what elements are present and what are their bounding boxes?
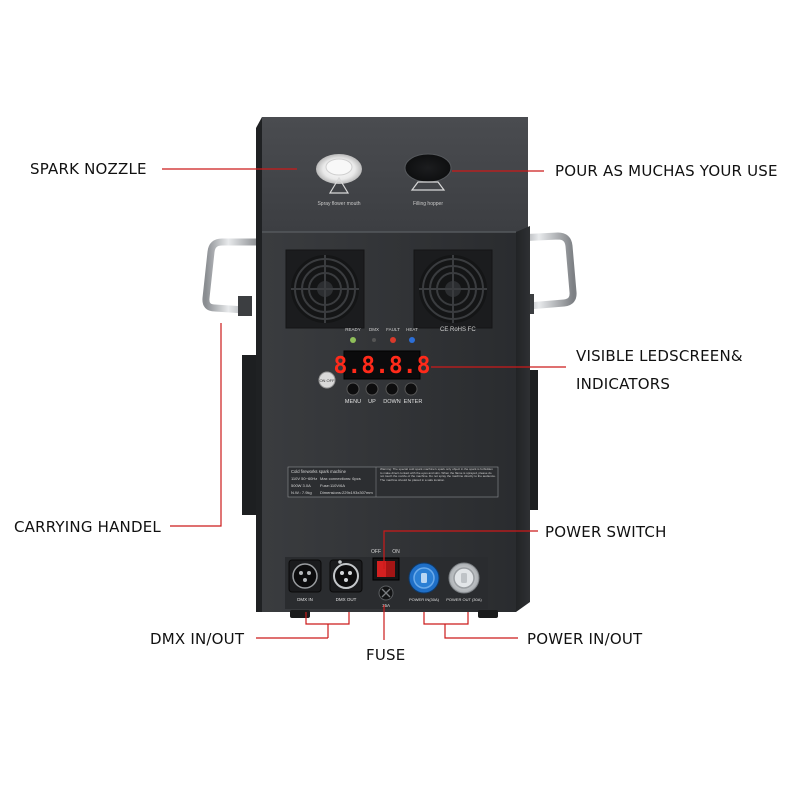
spec-row-1-right: Max connections: 6pcs [320, 476, 361, 481]
down-button[interactable] [385, 382, 399, 396]
spec-row-2-left: 500W 3.0A [291, 483, 311, 488]
power-switch[interactable] [372, 557, 400, 581]
indicator-panel: READY DMX FAULT HEAT CE RoHS FC [345, 327, 476, 343]
callout-indicators: INDICATORS [576, 375, 671, 393]
fault-led-icon [390, 337, 396, 343]
up-button[interactable] [365, 382, 379, 396]
spark-nozzle[interactable] [316, 154, 362, 184]
spec-label: Cold fireworks spark machine 110V 50~60H… [287, 466, 499, 498]
dmx-led-icon [372, 338, 376, 342]
certification-marks: CE RoHS FC [440, 327, 476, 333]
heat-led-icon [409, 337, 415, 343]
callout-carrying-handle: CARRYING HANDEL [14, 518, 161, 536]
callout-power-in-out: POWER IN/OUT [527, 630, 643, 648]
callout-pour: POUR AS MUCHAS YOUR USE [555, 162, 778, 180]
ready-led-icon [350, 337, 356, 343]
callout-line-power-stem [444, 624, 518, 639]
callout-line-power [423, 612, 469, 625]
on-off-button[interactable]: ON OFF [318, 371, 336, 389]
menu-button-label: MENU [345, 399, 361, 405]
led-display-value: 8.8.8.8 [334, 353, 431, 379]
callout-fuse: FUSE [366, 646, 406, 664]
enter-button[interactable] [404, 382, 418, 396]
fuse-holder[interactable] [378, 585, 394, 601]
warning-text: Warning: The special cold spark machine'… [380, 467, 496, 482]
nozzle-caption: Spray flower mouth [317, 201, 360, 207]
dmx-in-label: DMX IN [297, 597, 313, 602]
callout-visible-led-screen: VISIBLE LEDSCREEN& [576, 347, 743, 365]
warning-triangle-icon [328, 176, 350, 194]
indicator-label-ready: READY [345, 327, 361, 332]
up-button-label: UP [368, 399, 376, 405]
spec-row-3-right: Dimensions:229x193x307mm [320, 490, 373, 495]
switch-off-label: OFF [371, 549, 381, 555]
power-out-label: POWER OUT (30A) [446, 597, 482, 602]
callout-power-switch: POWER SWITCH [545, 523, 667, 541]
indicator-label-dmx: DMX [369, 327, 379, 332]
power-out-port[interactable] [448, 562, 480, 594]
indicator-label-fault: FAULT [386, 327, 400, 332]
callout-dmx-in-out: DMX IN/OUT [150, 630, 245, 648]
spec-row-3-left: N.W.: 7.9kg [291, 490, 312, 495]
down-button-label: DOWN [383, 399, 400, 405]
pour-icon [410, 181, 446, 191]
dmx-out-port[interactable] [329, 559, 363, 593]
spec-title: Cold fireworks spark machine [291, 469, 347, 474]
menu-button[interactable] [346, 382, 360, 396]
spec-row-1-left: 110V 50~60Hz [291, 476, 317, 481]
hopper-caption: Filling hopper [413, 201, 443, 207]
dmx-out-label: DMX OUT [336, 597, 357, 602]
control-buttons: MENU UP DOWN ENTER [345, 382, 423, 405]
indicator-label-heat: HEAT [406, 327, 418, 332]
spec-row-2-right: Fuse:110V/6A [320, 483, 345, 488]
fuse-rating: 15A [382, 603, 390, 608]
led-display: 8.8.8.8 [334, 350, 431, 380]
callout-lines [162, 168, 566, 640]
dmx-in-port[interactable] [288, 559, 322, 593]
filling-hopper[interactable] [404, 153, 452, 183]
power-in-port[interactable] [408, 562, 440, 594]
callout-line-switch [383, 530, 538, 569]
cooling-fan-right-icon [413, 249, 493, 329]
callout-spark-nozzle: SPARK NOZZLE [30, 160, 147, 178]
carrying-handle-left[interactable] [202, 238, 266, 316]
cooling-fan-left-icon [285, 249, 365, 329]
enter-button-label: ENTER [404, 399, 423, 405]
on-off-label: ON OFF [319, 378, 335, 383]
switch-on-label: ON [392, 549, 400, 555]
callout-line-dmx [305, 612, 350, 625]
callout-line-handle [170, 323, 222, 527]
power-in-label: POWER IN(30A) [409, 597, 440, 602]
